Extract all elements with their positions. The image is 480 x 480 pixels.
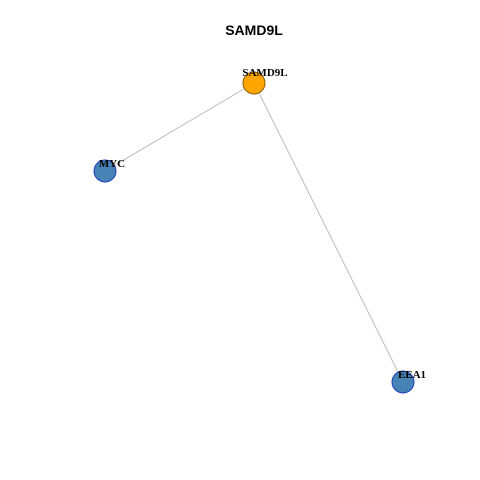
node-eea1-circle: [391, 370, 415, 394]
node-samd9l-circle: [242, 71, 266, 95]
node-layer: SAMD9L MYC EEA1: [93, 67, 426, 394]
node-eea1-label: EEA1: [398, 369, 426, 381]
node-myc-label: MYC: [99, 158, 125, 170]
node-samd9l[interactable]: SAMD9L: [242, 67, 288, 95]
edge-layer: [104, 82, 404, 383]
graph-title: SAMD9L: [225, 22, 283, 38]
node-samd9l-label: SAMD9L: [242, 67, 287, 79]
node-myc-circle: [93, 159, 117, 183]
node-eea1[interactable]: EEA1: [391, 369, 426, 394]
edge-samd9l-myc: [104, 82, 255, 172]
edge-samd9l-eea1: [253, 82, 404, 383]
node-myc[interactable]: MYC: [93, 158, 125, 183]
